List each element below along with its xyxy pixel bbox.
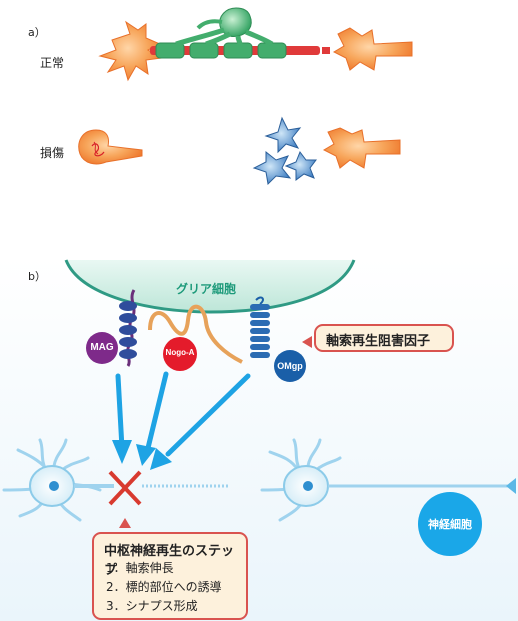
blocked-cross-mark: [108, 470, 142, 506]
injured-label: 損傷: [40, 146, 65, 160]
inhibition-arrows: [112, 371, 251, 470]
normal-neuron-left: [98, 20, 164, 82]
inhibitor-label: 軸索再生阻害因子: [326, 334, 431, 349]
target-neuron: [260, 438, 516, 522]
mag-receptor: [86, 289, 137, 367]
glial-cell-body: [64, 259, 356, 314]
inhibitor-callout: 軸索再生阻害因子: [314, 324, 454, 352]
regenerating-neuron: [2, 438, 230, 522]
neuron-label: 神経細胞: [428, 518, 472, 531]
inhibitor-pointer: [302, 336, 312, 348]
step-item: 1．軸索伸長: [106, 561, 174, 575]
nogo-a-receptor: [148, 304, 243, 371]
normal-neuron-right: [332, 27, 413, 71]
myelinated-axon: [150, 42, 330, 59]
panel-b-label: b）: [28, 270, 46, 283]
normal-label: 正常: [40, 56, 65, 70]
omgp-label: OMgp: [277, 361, 303, 371]
neuron-label-circle: [418, 492, 482, 556]
astrocyte-cluster: [252, 116, 317, 186]
steps-callout: 中枢神経再生のステップ 1．軸索伸長 2．標的部位への誘導 3．シナプス形成: [92, 532, 248, 620]
injured-neuron-left: [78, 129, 143, 165]
nogo-label: Nogo-A: [165, 348, 195, 357]
omgp-receptor: [250, 296, 306, 382]
oligodendrocyte: [175, 7, 274, 47]
mag-label: MAG: [90, 342, 114, 353]
step-item: 3．シナプス形成: [106, 599, 198, 613]
injured-neuron-right: [322, 127, 401, 169]
glia-label: グリア細胞: [176, 282, 237, 296]
panel-a-label: a）: [28, 26, 46, 39]
step-item: 2．標的部位への誘導: [106, 580, 222, 594]
steps-pointer: [119, 518, 131, 528]
steps-title: 中枢神経再生のステップ: [104, 544, 235, 578]
